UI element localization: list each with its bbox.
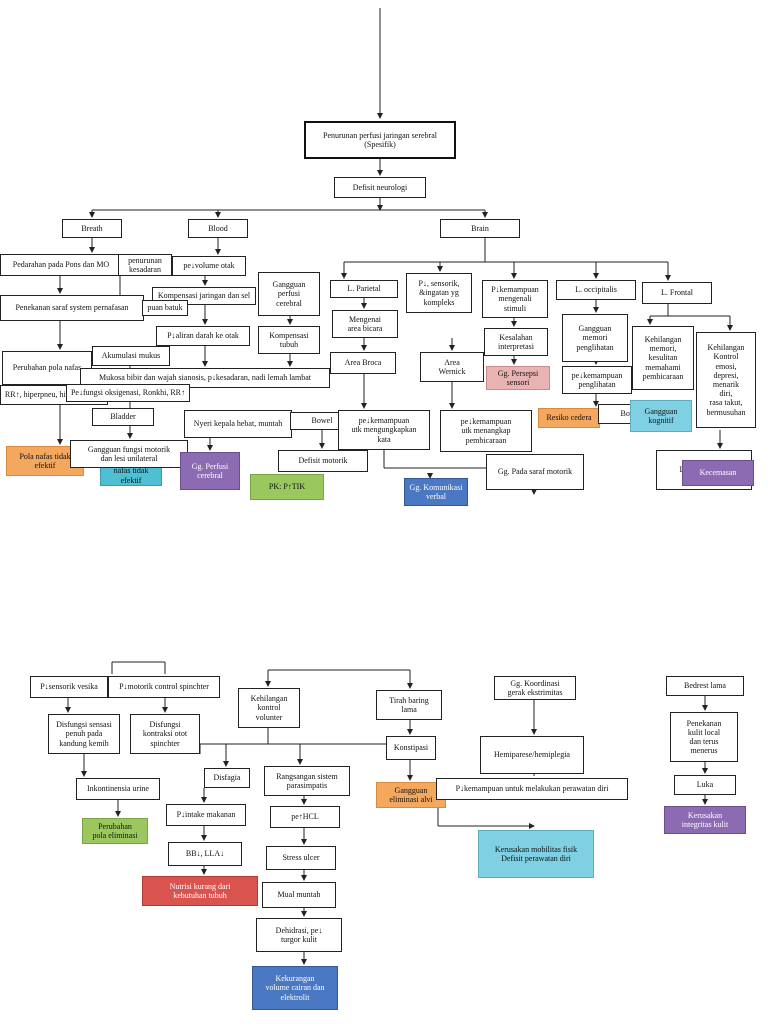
node-gg-kognitif: Gangguan kognitif (630, 400, 692, 432)
node-kesalahan-interpretasi: Kesalahan interpretasi (484, 328, 548, 356)
node-pe-kemampuan-penglihatan: pe↓kemampuan penglihatan (562, 366, 632, 394)
node-gangguan-motorik-lesi: Gangguan fungsi motorik dan lesi unilate… (70, 440, 188, 468)
node-pe-volume-otak: pe↓volume otak (172, 256, 246, 276)
node-mual-muntah: Mual muntah (262, 882, 336, 908)
node-area-broca: Area Broca (330, 352, 396, 374)
node-pe-kemampuan-pembicaraan: pe↓kemampuan utk menangkap pembicaraan (440, 410, 532, 452)
node-gangguan-perfusi: Gangguan perfusi cerebral (258, 272, 320, 316)
node-mukosa: Mukosa bibir dan wajah sianosis, p↓kesad… (80, 368, 330, 388)
node-hemiparese: Hemiparese/hemiplegia (480, 736, 584, 774)
node-kerusakan-mobilitas: Kerusakan mobilitas fisik Defisit perawa… (478, 830, 594, 878)
node-gg-koordinasi: Gg. Koordinasi gerak ekstrimitas (494, 676, 576, 700)
node-nutrisi-kurang: Nutrisi kurang dari kebutuhan tubuh (142, 876, 258, 906)
node-kehilangan-kontrol: Kehilangan Kontrol emosi, depresi, menar… (696, 332, 756, 428)
node-inkontinensia: Inkontinensia urine (76, 778, 160, 800)
node-p-motorik-spinchter: P↓motorik control spinchter (108, 676, 220, 698)
node-top-title: Penurunan perfusi jaringan serebral (Spe… (304, 121, 456, 159)
node-kompensasi-tubuh: Kompensasi tubuh (258, 326, 320, 354)
node-area-wernick: Area Wernick (420, 352, 484, 382)
node-p-intake: P↓intake makanan (166, 804, 246, 826)
node-gangguan-memori-penglihatan: Gangguan memori penglihatan (562, 314, 628, 362)
node-kerusakan-integritas: Kerusakan integritas kulit (664, 806, 746, 834)
node-nyeri: Nyeri kepala hebat, muntah (184, 410, 292, 438)
node-pe-kemampuan-kata: pe↓kemampuan utk mengungkapkan kata (338, 410, 430, 450)
node-blood: Blood (188, 219, 248, 238)
node-l-parietal: L. Parietal (330, 280, 398, 298)
node-akumulasi-mukus: Akumulasi mukus (92, 346, 170, 366)
node-l-frontal: L. Frontal (642, 282, 712, 304)
node-p-sensorik: P↓, sensorik, &ingatan yg kompleks (406, 273, 472, 313)
node-bladder: Bladder (92, 408, 154, 426)
node-l-occipitalis: L. occipitalis (556, 280, 636, 300)
node-pe-hcl: pe↑HCL (270, 806, 340, 828)
node-dehidrasi: Dehidrasi, pe↓ turgor kulit (256, 918, 342, 952)
node-p-kemampuan-perawatan: P↓kemampuan untuk melakukan perawatan di… (436, 778, 628, 800)
node-pumpuan-batuk: puan batuk (142, 300, 188, 316)
node-kehilangan-memori: Kehilangan memori, kesulitan memahami pe… (632, 326, 694, 390)
node-disfungsi-sensasi: Disfungsi sensasi penuh pada kandung kem… (48, 714, 120, 754)
node-gg-saraf-motorik: Gg. Pada saraf motorik (486, 454, 584, 490)
node-gg-komunikasi: Gg. Komunikasi verbal (404, 478, 468, 506)
node-mengenai-area: Mengenai area bicara (332, 310, 398, 338)
node-rangsangan-parasimpatis: Rangsangan sistem parasimpatis (264, 766, 350, 796)
node-pendarahan-pons: Pedarahan pada Pons dan MO (0, 254, 122, 276)
node-bb-lla: BB↓, LLA↓ (168, 842, 242, 866)
node-penekanan-saraf: Penekanan saraf system pernafasan (0, 295, 144, 321)
node-kecemasan: Kecemasan (682, 460, 754, 486)
node-konstipasi: Konstipasi (386, 736, 436, 760)
node-pk-ptik: PK: P↑TIK (250, 474, 324, 500)
node-disfagia: Disfagia (204, 768, 250, 788)
node-gg-perfusi: Gg. Perfusi cerebral (180, 452, 240, 490)
node-perubahan-pola-eliminasi: Perubahan pola eliminasi (82, 818, 148, 844)
node-gg-persepsi: Gg. Persepsi sensori (486, 366, 550, 390)
node-luka: Luka (674, 775, 736, 795)
node-bedrest: Bedrest lama (666, 676, 744, 696)
node-penurunan-kesadaran: penurunan kesadaran (118, 254, 172, 276)
node-kehilangan-kontrol-volunter: Kehilangan kontrol volunter (238, 688, 300, 728)
node-perubahan-pola-nafas: Perubahan pola nafas (2, 351, 92, 385)
node-p-aliran-darah: P↓aliran darah ke otak (156, 326, 250, 346)
node-defisit-neurologi: Defisit neurologi (334, 177, 426, 198)
node-disfungsi-kontraksi: Disfungsi kontraksi otot spinchter (130, 714, 200, 754)
node-penekanan-kulit: Penekanan kulit local dan terus menerus (670, 712, 738, 762)
node-brain: Brain (440, 219, 520, 238)
node-p-sensorik-vesika: P↓sensorik vesika (30, 676, 108, 698)
node-p-kemampuan-mengenali: P↓kemampuan mengenali stimuli (482, 280, 548, 318)
node-kekurangan-cairan: Kekurangan volume cairan dan elektrolit (252, 966, 338, 1010)
node-ronkhi: Pe↓fungsi oksigenasi, Ronkhi, RR↑ (66, 384, 190, 402)
node-defisit-motorik-mid: Defisit motorik (278, 450, 368, 472)
node-resiko-cedera: Resiko cedera (538, 408, 600, 428)
node-breath: Breath (62, 219, 122, 238)
node-stress-ulcer: Stress ulcer (266, 846, 336, 870)
node-tirah-baring: Tirah baring lama (376, 690, 442, 720)
